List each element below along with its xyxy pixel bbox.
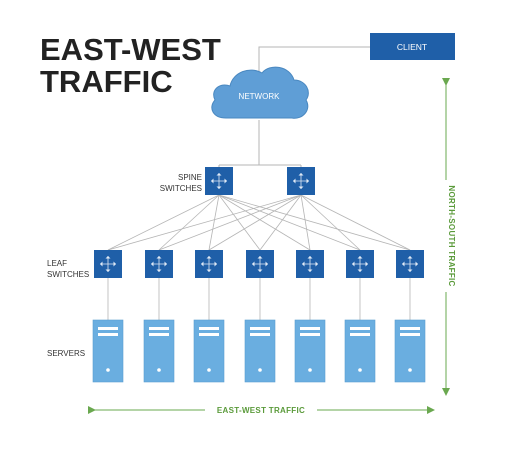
spine-switch <box>287 167 315 195</box>
leaf-switch <box>246 250 274 278</box>
spine-leaf-link <box>259 194 302 251</box>
spine-label-line-1: SPINE <box>178 173 202 182</box>
spine-leaf-link <box>158 194 302 251</box>
spine-label-line-2: SWITCHES <box>160 184 202 193</box>
four-way-arrows-icon <box>293 173 309 189</box>
four-way-arrows-icon <box>402 256 418 272</box>
spine-leaf-link <box>300 194 361 251</box>
spine-leaf-link <box>218 194 261 251</box>
leaf-switch <box>346 250 374 278</box>
title-line-2: TRAFFIC <box>40 64 173 99</box>
four-way-arrows-icon <box>352 256 368 272</box>
spine-leaf-link <box>300 194 311 251</box>
four-way-arrows-icon <box>211 173 227 189</box>
leaf-switch <box>296 250 324 278</box>
servers-label: SERVERS <box>47 349 85 358</box>
spine-leaf-link <box>208 194 220 251</box>
leaf-label-line-2: SWITCHES <box>47 270 89 279</box>
north-south-label: NORTH-SOUTH TRAFFIC <box>447 185 456 286</box>
client-label: CLIENT <box>397 42 427 52</box>
title-line-1: EAST-WEST <box>40 32 221 67</box>
leaf-switch <box>94 250 122 278</box>
server-tower-icon <box>394 319 426 383</box>
server-tower-icon <box>193 319 225 383</box>
nodes-group <box>92 167 426 383</box>
spine-leaf-link <box>218 194 361 251</box>
leaf-switch <box>396 250 424 278</box>
server-tower-icon <box>92 319 124 383</box>
four-way-arrows-icon <box>151 256 167 272</box>
spine-leaf-link <box>300 194 411 251</box>
leaf-switch <box>195 250 223 278</box>
spine-leaf-link <box>107 194 220 251</box>
server-tower-icon <box>344 319 376 383</box>
spine-leaf-link <box>208 194 302 251</box>
network-cloud-icon <box>211 66 309 119</box>
spine-switch <box>205 167 233 195</box>
leaf-label-line-1: LEAF <box>47 259 67 268</box>
four-way-arrows-icon <box>302 256 318 272</box>
network-client-link <box>258 46 370 72</box>
four-way-arrows-icon <box>201 256 217 272</box>
network-label: NETWORK <box>239 92 281 101</box>
spine-leaf-link <box>218 194 411 251</box>
four-way-arrows-icon <box>252 256 268 272</box>
four-way-arrows-icon <box>100 256 116 272</box>
spine-leaf-link <box>218 194 311 251</box>
links-group <box>107 194 411 320</box>
east-west-label: EAST-WEST TRAFFIC <box>217 406 305 415</box>
spine-leaf-link <box>107 194 302 251</box>
server-tower-icon <box>143 319 175 383</box>
server-tower-icon <box>244 319 276 383</box>
server-tower-icon <box>294 319 326 383</box>
client-box <box>370 33 455 60</box>
spine-leaf-link <box>158 194 220 251</box>
leaf-switch <box>145 250 173 278</box>
